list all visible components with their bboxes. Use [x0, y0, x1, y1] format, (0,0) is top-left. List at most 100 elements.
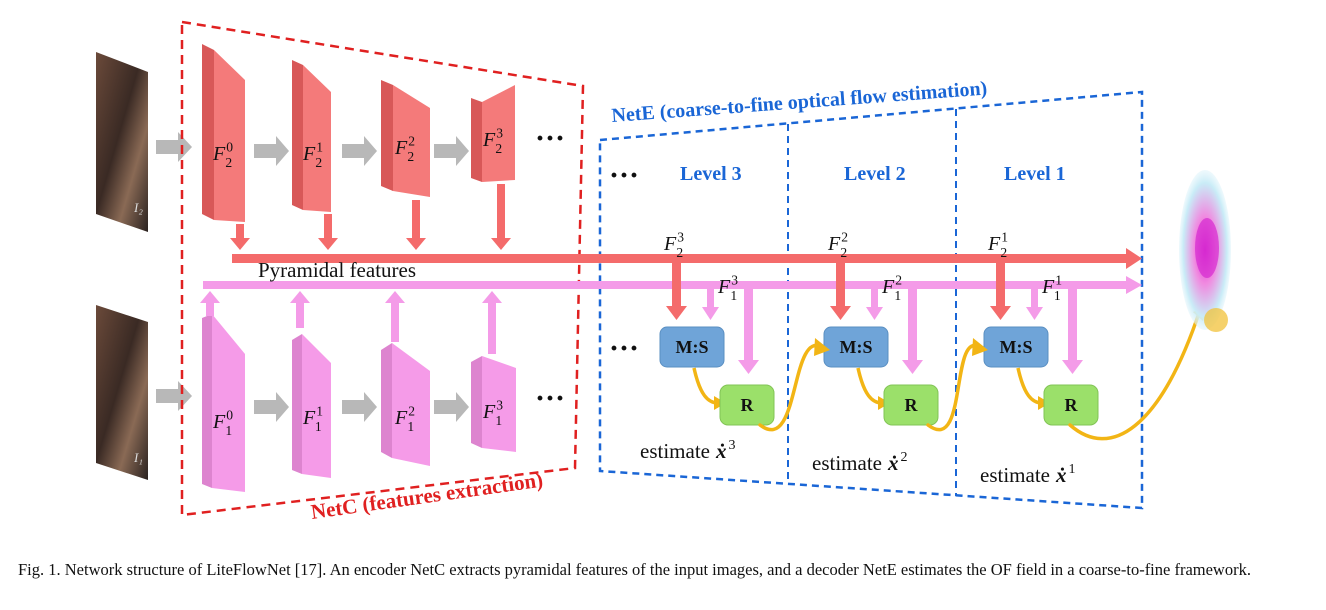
gray-arrows-top — [254, 136, 469, 166]
nete-title: NetE (coarse-to-fine optical flow estima… — [611, 77, 988, 127]
flow-curves — [758, 308, 1202, 441]
f2-to-ms-arrow — [672, 263, 681, 307]
f1-to-r-arrow — [1068, 289, 1077, 361]
f1-arrowhead-ms — [1026, 307, 1043, 320]
feature-label-bottom-3-base: F — [482, 401, 496, 423]
level-f1-label-sup: 2 — [895, 273, 902, 288]
feature-label-top-1-sup: 1 — [316, 140, 323, 155]
f2-arrowhead — [990, 306, 1011, 320]
feature-label-bottom-2-sup: 2 — [408, 404, 415, 419]
netc-title: NetC (features extraction) — [309, 468, 544, 524]
estimate-var: ẋ — [715, 439, 727, 463]
level-f2-label-sub: 2 — [1000, 245, 1007, 260]
ellipsis-bottom-nete: ··· — [609, 332, 639, 365]
estimate-sup: 2 — [900, 450, 907, 465]
level-title: Level 1 — [1004, 163, 1066, 185]
feature-label-top-2-sup: 2 — [408, 134, 415, 149]
f2-to-ms-arrow — [836, 263, 845, 307]
feature-block-top-2 — [381, 80, 430, 197]
feature-to-bus-arrows-top — [230, 184, 511, 250]
level-f1-label-sup: 3 — [731, 273, 738, 288]
input-label-top: I₂ — [133, 200, 143, 215]
feature-label-top-3-base: F — [482, 129, 496, 151]
f1-to-ms-arrow — [1031, 289, 1038, 309]
level-f1-label-sub: 1 — [894, 288, 901, 303]
feature-label-bottom-0-sub: 1 — [225, 423, 232, 438]
feature-block-top-0 — [202, 44, 245, 222]
red-bus — [232, 248, 1142, 269]
f1-arrowhead-r — [1062, 360, 1083, 374]
feature-block-top-1 — [292, 60, 331, 212]
level-f2-label-sup: 3 — [677, 230, 684, 245]
level-f1-label-base: F — [881, 276, 895, 298]
gray-input-arrow-top — [156, 132, 192, 162]
feature-label-top-0-sub: 2 — [225, 155, 232, 170]
feature-block-bottom-2 — [381, 343, 430, 466]
r-label: R — [905, 395, 919, 415]
f1-arrowhead-r — [738, 360, 759, 374]
f1-arrowhead-r — [902, 360, 923, 374]
estimate-word: estimate — [980, 463, 1050, 487]
ms-box — [659, 326, 725, 368]
feature-block-bottom-0 — [202, 314, 245, 492]
feature-label-bottom-0-sup: 0 — [226, 408, 233, 423]
f2-arrowhead — [830, 306, 851, 320]
level-f2-label-base: F — [827, 233, 841, 255]
r-label: R — [1065, 395, 1079, 415]
level-f2-label-sup: 2 — [841, 230, 848, 245]
diagram-canvas: I₂ I₁ NetC (features extraction) NetE (c… — [96, 20, 1231, 524]
feature-label-bottom-1-sub: 1 — [315, 419, 322, 434]
f1-arrowhead-ms — [702, 307, 719, 320]
estimate-word: estimate — [640, 439, 710, 463]
f1-arrowhead-ms — [866, 307, 883, 320]
gray-input-arrow-bottom — [156, 381, 192, 411]
f1-to-r-arrow — [744, 289, 753, 361]
level-f1-label-base: F — [1041, 276, 1055, 298]
f2-to-ms-arrow — [996, 263, 1005, 307]
level-f2-label-sub: 2 — [676, 245, 683, 260]
feature-label-top-2-base: F — [394, 137, 408, 159]
ms-label: M:S — [840, 337, 873, 357]
level-f1-label-sub: 1 — [1054, 288, 1061, 303]
ellipsis-top-netc: ··· — [535, 122, 565, 155]
ellipsis-bottom-netc: ··· — [535, 382, 565, 415]
level-f2-label-sub: 2 — [840, 245, 847, 260]
r-label: R — [741, 395, 755, 415]
level-title: Level 2 — [844, 163, 906, 185]
f1-to-ms-arrow — [871, 289, 878, 309]
estimate-var: ẋ — [887, 451, 899, 475]
level-f1-label-base: F — [717, 276, 731, 298]
feature-label-bottom-1-base: F — [302, 407, 316, 429]
input-label-bottom: I₁ — [133, 450, 143, 465]
input-image-top: I₂ — [96, 52, 148, 232]
feature-block-top-3 — [471, 85, 515, 182]
r-box — [719, 384, 775, 426]
feature-label-bottom-3-sup: 3 — [496, 398, 503, 413]
feature-label-top-3-sup: 3 — [496, 126, 503, 141]
feature-label-top-0-sup: 0 — [226, 140, 233, 155]
estimate-var: ẋ — [1055, 463, 1067, 487]
ms-label: M:S — [676, 337, 709, 357]
feature-label-top-1-sub: 2 — [315, 155, 322, 170]
ellipsis-top-nete: ··· — [609, 159, 639, 192]
f1-to-ms-arrow — [707, 289, 714, 309]
